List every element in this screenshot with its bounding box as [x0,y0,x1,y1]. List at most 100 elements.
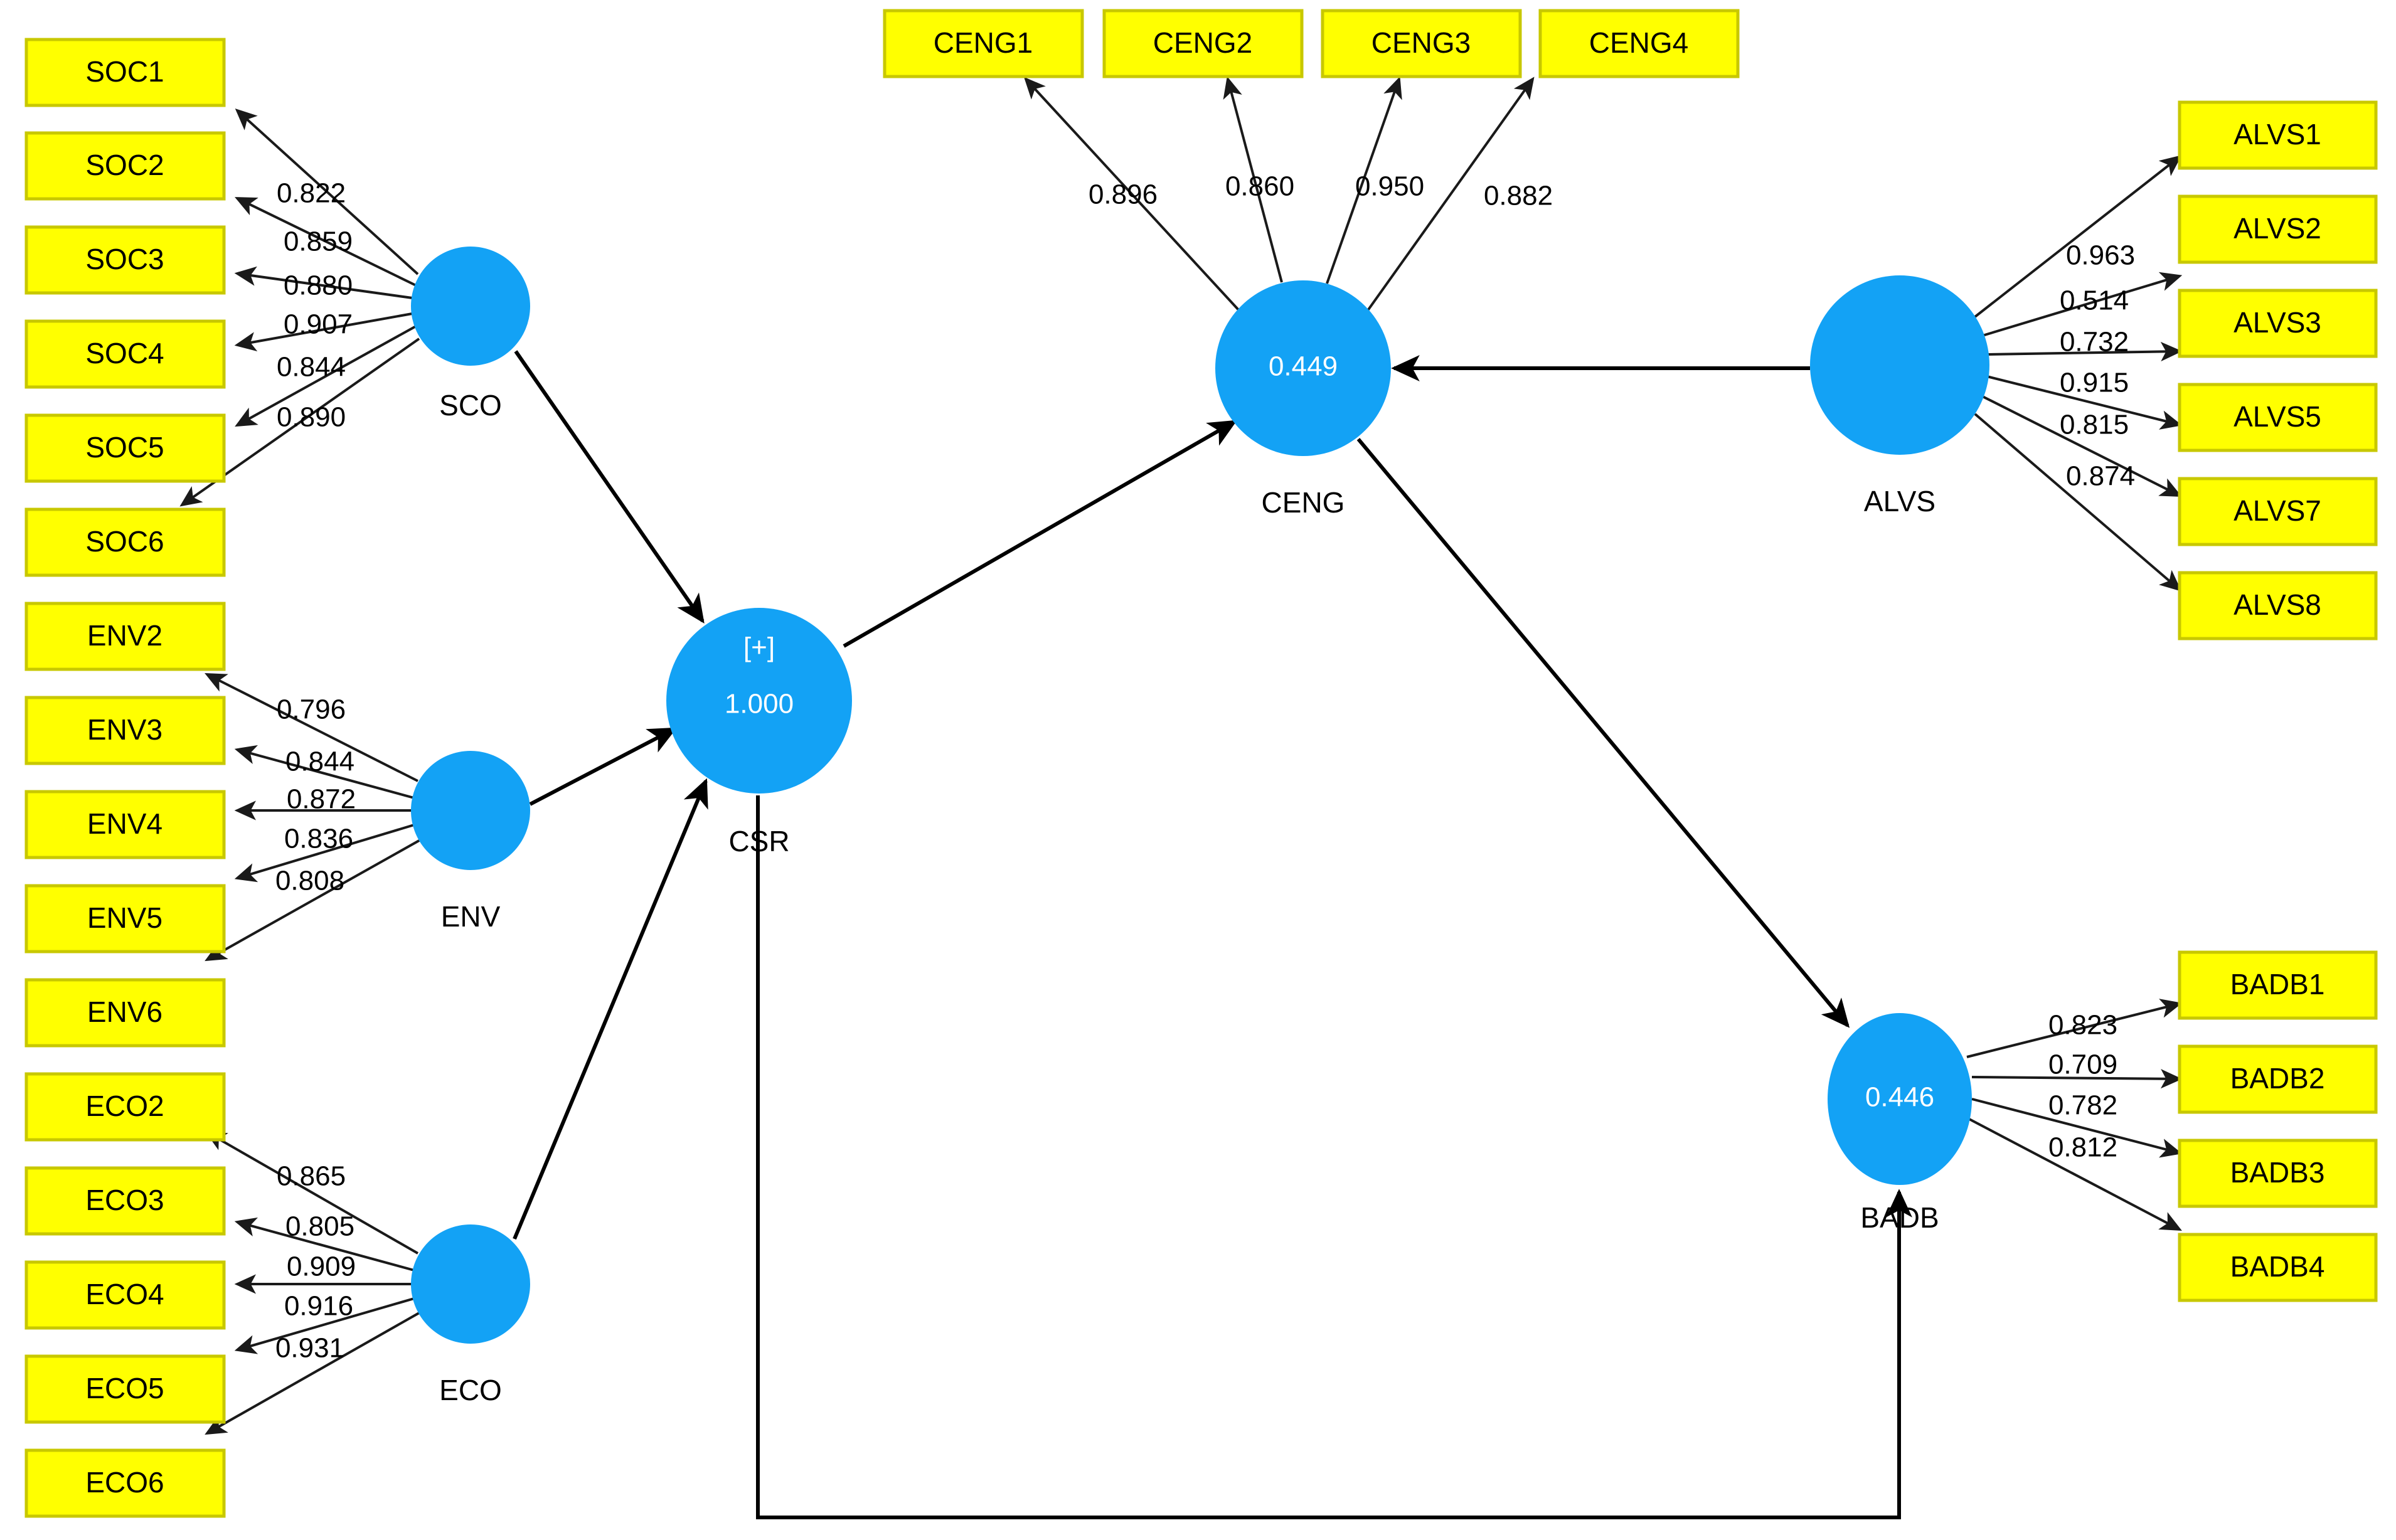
coef-eco-eco2: 0.865 [277,1161,346,1192]
indicator-box-soc6[interactable]: SOC6 [24,507,226,577]
indicator-box-ceng4[interactable]: CENG4 [1538,9,1740,78]
indicator-rect[interactable] [883,9,1084,78]
indicator-rect[interactable] [24,38,226,107]
indicator-box-badb2[interactable]: BADB2 [2178,1044,2378,1114]
indicator-box-soc5[interactable]: SOC5 [24,413,226,483]
edge-badb-badb1 [1966,999,2183,1058]
indicator-label: ALVS3 [2234,306,2321,339]
indicator-box-alvs8[interactable]: ALVS8 [2178,571,2378,640]
edge-alvs-alvs5 [1986,375,2183,430]
latent-node-badb[interactable]: 0.446 BADB [1828,1013,1972,1234]
indicator-rect[interactable] [24,1166,226,1236]
indicator-rect[interactable] [1321,9,1522,78]
indicator-rect[interactable] [24,413,226,483]
indicator-label: ALVS2 [2234,212,2321,245]
indicator-rect[interactable] [24,1072,226,1142]
indicator-rect[interactable] [24,225,226,295]
indicator-rect[interactable] [24,602,226,671]
indicator-box-eco3[interactable]: ECO3 [24,1166,226,1236]
indicator-box-env4[interactable]: ENV4 [24,790,226,859]
indicator-box-alvs7[interactable]: ALVS7 [2178,477,2378,546]
indicator-box-env5[interactable]: ENV5 [24,884,226,953]
indicator-label: ENV3 [87,713,162,746]
latent-circle[interactable] [1828,1013,1972,1185]
indicator-rect[interactable] [24,884,226,953]
indicator-rect[interactable] [2178,1139,2378,1208]
latent-circle[interactable] [666,608,852,794]
latent-node-alvs[interactable]: ALVS [1810,275,1989,518]
indicator-box-alvs2[interactable]: ALVS2 [2178,194,2378,264]
indicator-box-ceng1[interactable]: CENG1 [883,9,1084,78]
indicator-rect[interactable] [2178,477,2378,546]
indicator-label: CENG1 [934,26,1033,59]
indicator-box-eco4[interactable]: ECO4 [24,1260,226,1330]
indicator-box-env3[interactable]: ENV3 [24,696,226,765]
indicator-label: ALVS1 [2234,118,2321,151]
edge-env-env5 [234,824,415,883]
latent-circle[interactable] [411,751,530,870]
indicator-rect[interactable] [1102,9,1304,78]
latent-node-sco[interactable]: SCO [411,247,530,422]
ceng-value: 0.449 [1269,351,1338,382]
indicator-rect[interactable] [2178,100,2378,170]
coef-ceng-ceng2: 0.860 [1225,171,1294,202]
latent-node-csr[interactable]: [+] 1.000 CSR [666,608,852,858]
indicator-group-alvs: ALVS1 ALVS2 ALVS3 ALVS5 ALVS7 ALVS8 [2178,100,2378,640]
indicator-rect[interactable] [2178,383,2378,452]
latent-node-ceng[interactable]: 0.449 CENG [1215,280,1391,519]
indicator-box-eco5[interactable]: ECO5 [24,1354,226,1424]
indicator-label: BADB4 [2230,1250,2325,1283]
indicator-rect[interactable] [1538,9,1740,78]
indicator-rect[interactable] [2178,571,2378,640]
coef-group-badb: 0.823 0.709 0.782 0.812 [2048,1010,2117,1163]
indicator-box-badb1[interactable]: BADB1 [2178,950,2378,1020]
indicator-box-alvs3[interactable]: ALVS3 [2178,289,2378,358]
indicator-box-soc1[interactable]: SOC1 [24,38,226,107]
indicator-rect[interactable] [24,978,226,1048]
coef-env-env5: 0.836 [284,824,353,854]
coef-eco-eco3: 0.805 [285,1211,354,1242]
indicator-rect[interactable] [24,319,226,389]
latent-node-env[interactable]: ENV [411,751,530,933]
indicator-label: ALVS7 [2234,494,2321,527]
indicator-rect[interactable] [24,1260,226,1330]
path-csr-ceng [843,420,1238,648]
indicator-box-ceng3[interactable]: CENG3 [1321,9,1522,78]
latent-circle[interactable] [411,247,530,366]
indicator-box-eco2[interactable]: ECO2 [24,1072,226,1142]
coef-ceng-ceng3: 0.950 [1355,171,1424,202]
edge-ceng-ceng3 [1326,76,1402,284]
latent-circle[interactable] [1215,280,1391,456]
indicator-box-alvs1[interactable]: ALVS1 [2178,100,2378,170]
indicator-rect[interactable] [2178,289,2378,358]
indicator-rect[interactable] [24,1354,226,1424]
indicator-rect[interactable] [24,131,226,201]
indicator-box-ceng2[interactable]: CENG2 [1102,9,1304,78]
indicator-box-env2[interactable]: ENV2 [24,602,226,671]
edge-ceng-ceng1 [1024,77,1240,312]
indicator-box-eco6[interactable]: ECO6 [24,1448,226,1518]
indicator-box-alvs5[interactable]: ALVS5 [2178,383,2378,452]
indicator-rect[interactable] [2178,1233,2378,1302]
indicator-rect[interactable] [24,1448,226,1518]
latent-circle[interactable] [1810,275,1989,455]
indicator-box-env6[interactable]: ENV6 [24,978,226,1048]
indicator-label: CENG3 [1371,26,1471,59]
indicator-box-soc2[interactable]: SOC2 [24,131,226,201]
indicator-box-badb3[interactable]: BADB3 [2178,1139,2378,1208]
indicator-rect[interactable] [2178,1044,2378,1114]
edge-sco-soc4 [234,312,413,352]
indicator-rect[interactable] [2178,194,2378,264]
indicator-rect[interactable] [2178,950,2378,1020]
edge-sco-soc2 [235,197,417,287]
indicator-box-soc4[interactable]: SOC4 [24,319,226,389]
indicator-rect[interactable] [24,507,226,577]
indicator-rect[interactable] [24,790,226,859]
latent-node-eco[interactable]: ECO [411,1224,530,1406]
indicator-box-badb4[interactable]: BADB4 [2178,1233,2378,1302]
path-eco-csr [513,778,708,1240]
latent-circle[interactable] [411,1224,530,1344]
indicator-rect[interactable] [24,696,226,765]
edges-env [205,673,420,962]
indicator-box-soc3[interactable]: SOC3 [24,225,226,295]
